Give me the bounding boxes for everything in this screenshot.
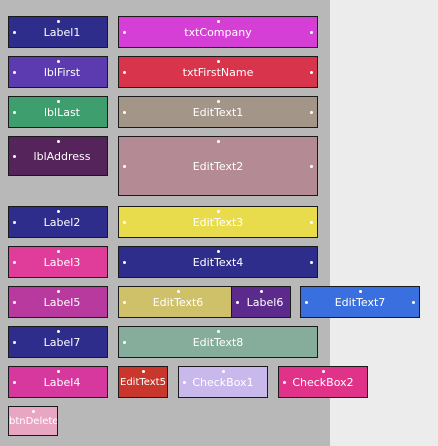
control-label: Label2: [43, 215, 81, 229]
control-label: EditText5: [120, 376, 166, 388]
handle-dot: [13, 301, 16, 304]
control-label: lblFirst: [43, 65, 81, 79]
handle-dot: [310, 165, 313, 168]
edittext6-control[interactable]: EditText6: [118, 286, 238, 318]
lblfirst-control[interactable]: lblFirst: [8, 56, 108, 88]
control-label: txtCompany: [184, 25, 252, 39]
handle-dot: [310, 71, 313, 74]
control-label: Label3: [43, 255, 81, 269]
label2-control[interactable]: Label2: [8, 206, 108, 238]
handle-dot: [123, 341, 126, 344]
handle-dot: [412, 301, 415, 304]
handle-dot: [359, 290, 362, 293]
label7-control[interactable]: Label7: [8, 326, 108, 358]
handle-dot: [57, 370, 60, 373]
btndelete-control[interactable]: btnDelete: [8, 406, 58, 436]
edittext4-control[interactable]: EditText4: [118, 246, 318, 278]
edittext8-control[interactable]: EditText8: [118, 326, 318, 358]
handle-dot: [217, 210, 220, 213]
label4-control[interactable]: Label4: [8, 366, 108, 398]
handle-dot: [142, 370, 145, 373]
handle-dot: [310, 261, 313, 264]
label6-control[interactable]: Label6: [231, 286, 291, 318]
handle-dot: [13, 71, 16, 74]
handle-dot: [13, 31, 16, 34]
control-label: EditText2: [192, 159, 244, 173]
handle-dot: [123, 221, 126, 224]
edittext5-control[interactable]: EditText5: [118, 366, 168, 398]
handle-dot: [260, 290, 263, 293]
handle-dot: [57, 140, 60, 143]
handle-dot: [57, 20, 60, 23]
control-label: EditText7: [334, 295, 386, 309]
control-label: Label6: [246, 295, 284, 309]
handle-dot: [217, 250, 220, 253]
checkbox1-control[interactable]: CheckBox1: [178, 366, 268, 398]
control-label: Label4: [43, 375, 81, 389]
handle-dot: [123, 261, 126, 264]
txtfirstname-control[interactable]: txtFirstName: [118, 56, 318, 88]
handle-dot: [13, 155, 16, 158]
control-label: lblAddress: [33, 149, 91, 163]
handle-dot: [123, 71, 126, 74]
edittext7-control[interactable]: EditText7: [300, 286, 420, 318]
handle-dot: [13, 261, 16, 264]
handle-dot: [13, 111, 16, 114]
handle-dot: [310, 111, 313, 114]
control-label: Label7: [43, 335, 81, 349]
control-label: btnDelete: [9, 415, 58, 427]
lbllast-control[interactable]: lblLast: [8, 96, 108, 128]
handle-dot: [57, 210, 60, 213]
handle-dot: [57, 100, 60, 103]
handle-dot: [222, 370, 225, 373]
lbladdress-control[interactable]: lblAddress: [8, 136, 108, 176]
control-label: EditText1: [192, 105, 244, 119]
handle-dot: [183, 381, 186, 384]
handle-dot: [217, 60, 220, 63]
handle-dot: [217, 330, 220, 333]
handle-dot: [13, 381, 16, 384]
handle-dot: [13, 221, 16, 224]
label5-control[interactable]: Label5: [8, 286, 108, 318]
handle-dot: [57, 330, 60, 333]
handle-dot: [310, 221, 313, 224]
handle-dot: [13, 341, 16, 344]
handle-dot: [283, 381, 286, 384]
control-label: CheckBox1: [192, 375, 254, 389]
handle-dot: [217, 20, 220, 23]
handle-dot: [123, 31, 126, 34]
control-label: txtFirstName: [182, 65, 254, 79]
handle-dot: [57, 250, 60, 253]
control-label: EditText6: [152, 295, 204, 309]
handle-dot: [322, 370, 325, 373]
label3-control[interactable]: Label3: [8, 246, 108, 278]
handle-dot: [177, 290, 180, 293]
handle-dot: [310, 31, 313, 34]
handle-dot: [123, 301, 126, 304]
control-label: Label5: [43, 295, 81, 309]
control-label: EditText4: [192, 255, 244, 269]
handle-dot: [57, 60, 60, 63]
edittext1-control[interactable]: EditText1: [118, 96, 318, 128]
handle-dot: [236, 301, 239, 304]
checkbox2-control[interactable]: CheckBox2: [278, 366, 368, 398]
label1-control[interactable]: Label1: [8, 16, 108, 48]
handle-dot: [305, 301, 308, 304]
handle-dot: [217, 140, 220, 143]
control-label: CheckBox2: [292, 375, 354, 389]
control-label: Label1: [43, 25, 81, 39]
control-label: EditText3: [192, 215, 244, 229]
edittext2-control[interactable]: EditText2: [118, 136, 318, 196]
txtcompany-control[interactable]: txtCompany: [118, 16, 318, 48]
handle-dot: [57, 290, 60, 293]
handle-dot: [32, 410, 35, 413]
edittext3-control[interactable]: EditText3: [118, 206, 318, 238]
handle-dot: [217, 100, 220, 103]
handle-dot: [123, 111, 126, 114]
control-label: lblLast: [43, 105, 80, 119]
handle-dot: [123, 165, 126, 168]
control-label: EditText8: [192, 335, 244, 349]
